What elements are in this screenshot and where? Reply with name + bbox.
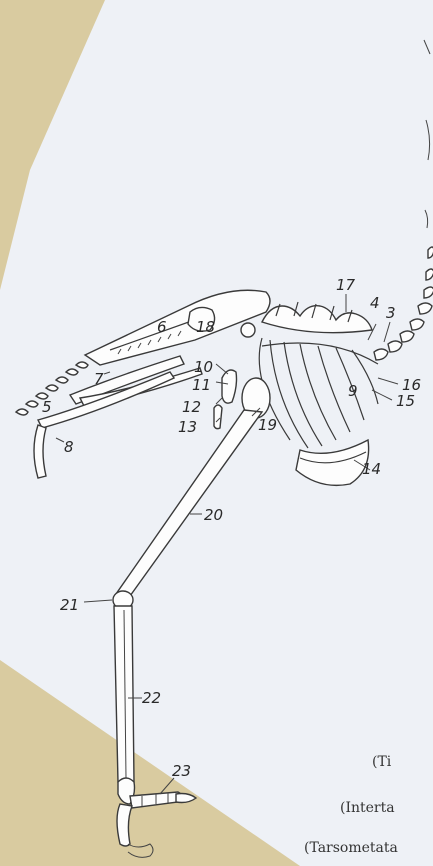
label-13: 13 — [178, 418, 197, 436]
tarsometatarsus-bone — [114, 606, 134, 782]
label-6: 6 — [157, 318, 167, 336]
label-17: 17 — [336, 276, 356, 294]
label-18: 18 — [196, 318, 215, 336]
label-5: 5 — [42, 398, 52, 416]
label-23: 23 — [172, 762, 191, 780]
label-14: 14 — [362, 460, 381, 478]
caption-tibiotarsus: (Ti — [372, 754, 392, 770]
label-22: 22 — [142, 689, 161, 707]
label-16: 16 — [402, 376, 421, 394]
label-19: 19 — [258, 416, 277, 434]
label-8: 8 — [64, 438, 74, 456]
caption-tarsometatarsus: (Tarsometata — [304, 840, 398, 856]
label-10: 10 — [194, 358, 213, 376]
label-4: 4 — [370, 294, 380, 312]
label-12: 12 — [182, 398, 201, 416]
label-15: 15 — [396, 392, 415, 410]
label-11: 11 — [192, 376, 211, 394]
caption-intertarsal: (Interta — [340, 800, 395, 816]
label-20: 20 — [204, 506, 223, 524]
label-9: 9 — [348, 382, 358, 400]
label-21: 21 — [60, 596, 79, 614]
label-7: 7 — [94, 370, 104, 388]
label-3: 3 — [386, 304, 396, 322]
